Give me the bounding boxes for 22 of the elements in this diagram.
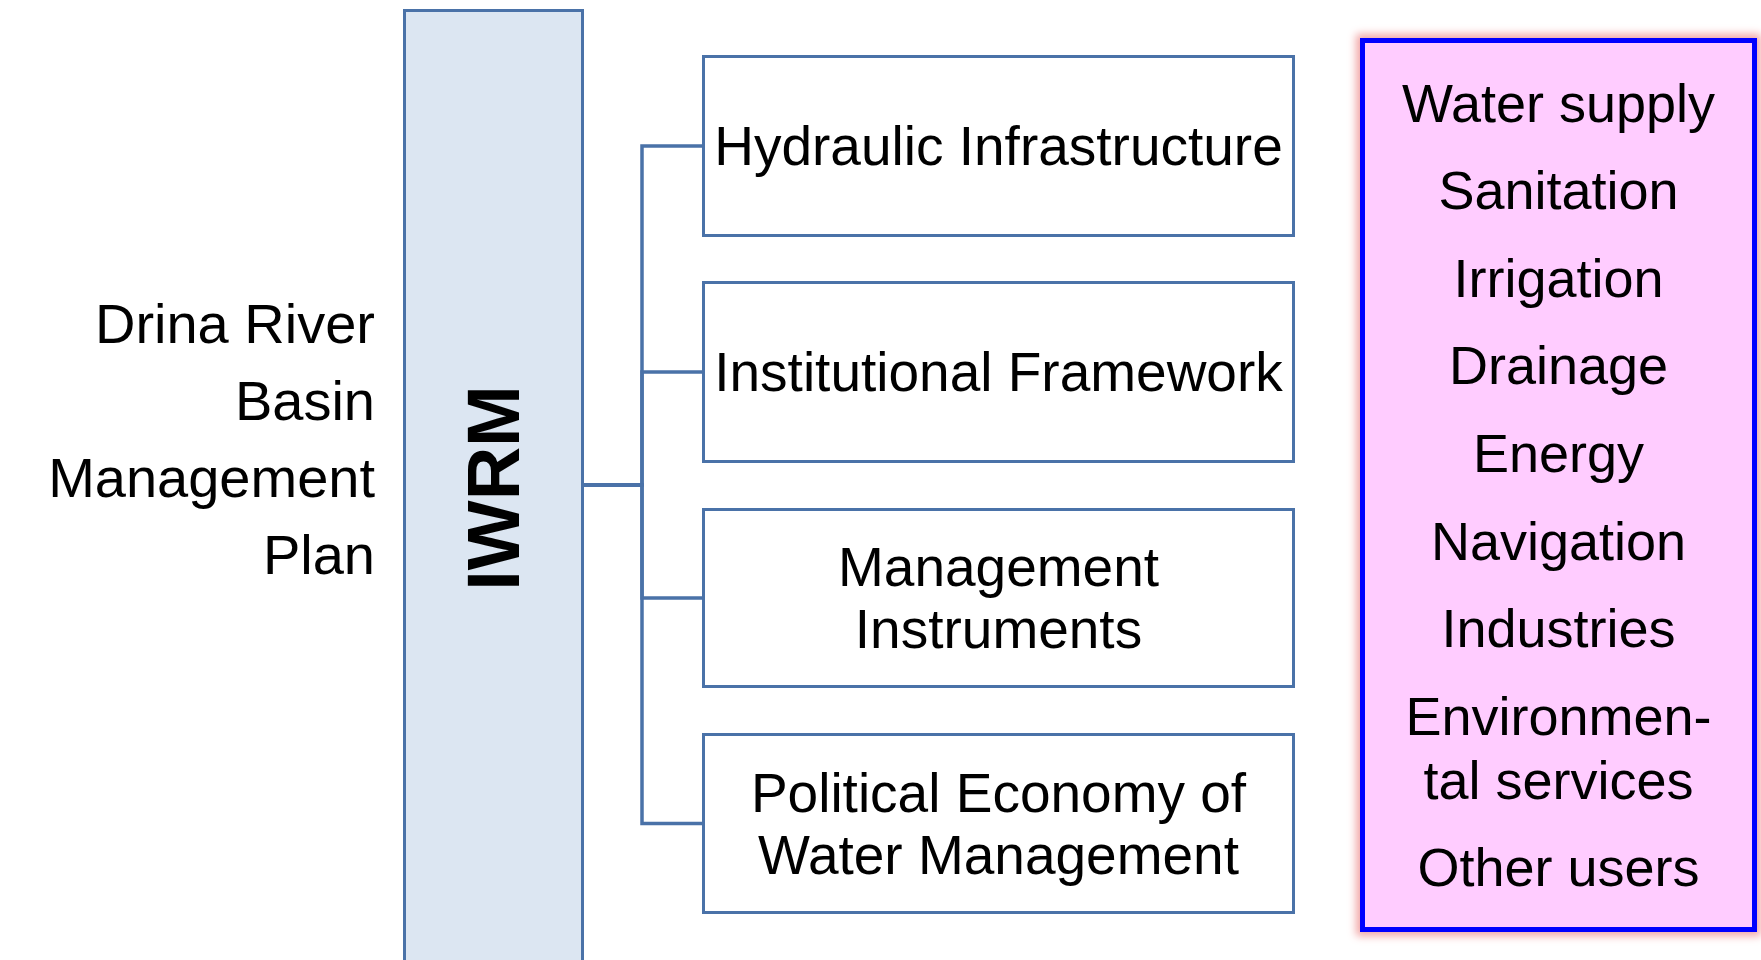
plan-title: Drina River Basin Management Plan <box>48 291 375 588</box>
water-use-item: Industries <box>1441 597 1676 661</box>
iwrm-bar <box>403 9 584 960</box>
box-label: Management Instruments <box>837 536 1160 660</box>
water-use-item: Energy <box>1472 421 1645 485</box>
component-box <box>702 508 1295 688</box>
water-use-item: Environmen-tal services <box>1404 684 1713 812</box>
connector-line <box>584 483 702 826</box>
component-box <box>702 55 1295 237</box>
box-label: Political Economy of Water Management <box>749 761 1248 886</box>
water-use-item: Irrigation <box>1453 246 1664 310</box>
water-use-item: Sanitation <box>1438 159 1679 223</box>
box-label: Institutional Framework <box>714 341 1283 403</box>
water-use-item: Navigation <box>1430 509 1687 573</box>
bar-label: IWRM <box>456 385 531 591</box>
water-use-item: Other users <box>1417 836 1700 900</box>
water-uses-panel <box>1360 38 1757 932</box>
box-label: Hydraulic Infrastructure <box>714 115 1283 177</box>
water-use-item: Drainage <box>1448 334 1669 398</box>
water-use-item: Water supply <box>1401 71 1716 135</box>
component-box <box>702 281 1295 463</box>
component-box <box>702 733 1295 914</box>
